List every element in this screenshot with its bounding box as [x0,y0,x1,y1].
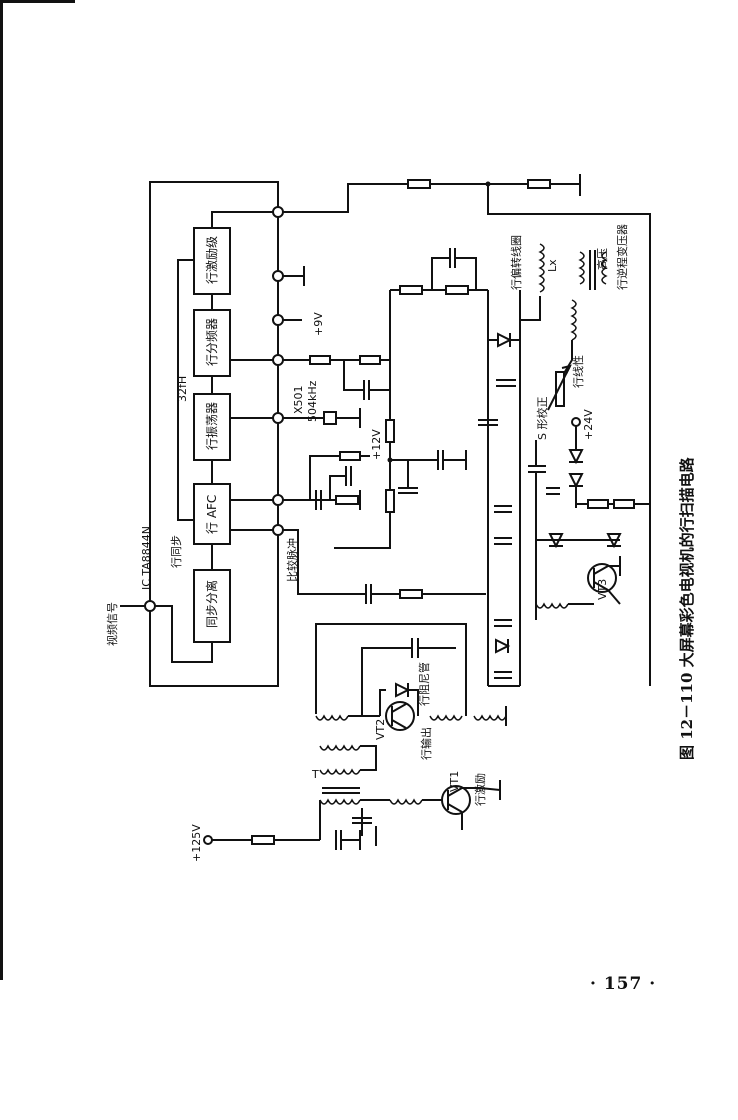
block-h-divider: 行分频器 [193,309,231,377]
afc-filter [283,451,370,510]
label-crystal: X501 [292,385,305,414]
ic-pins [144,206,284,612]
label-fbt: 行逆程变压器 [615,224,629,290]
label-compare-pulse: 比较脉冲 [285,538,299,582]
crystal-x501 [283,408,361,428]
svg-text:行振荡器: 行振荡器 [205,402,219,450]
svg-text:行激励级: 行激励级 [205,236,219,284]
label-linearity: 行线性 [571,355,585,388]
label-vt1-role: 行激励 [473,773,487,806]
block-links [150,211,278,663]
page-top-rule [0,0,75,3]
figure-caption: 图 12－110 大屏幕彩色电视机的行扫描电路 [678,457,696,760]
label-s-correction: S 形校正 [535,397,549,440]
block-sync-separator: 同步分离 [193,569,231,643]
ic-outline [149,181,279,687]
label-video-in: 视频信号 [105,602,119,646]
label-damper: 行阻尼管 [417,662,431,706]
label-t: T [311,768,319,781]
label-vt1: VT1 [448,771,461,792]
label-12v: +12V [370,429,383,460]
top-feedback-path [283,174,651,686]
supply-pins [283,266,390,400]
driver-stage-vt1 [319,744,501,846]
s-correction-and-24v [528,417,650,620]
block-h-driver: 行激励级 [193,227,231,295]
label-ic: IC TA8844N [140,526,153,590]
svg-text:行 AFC: 行 AFC [205,495,219,534]
output-stage-right [488,290,521,687]
label-32fh: 32fH [176,376,189,402]
page-left-edge [0,0,3,980]
label-hv: 高压 [595,248,609,270]
supply-125v [203,800,361,850]
block-h-oscillator: 行振荡器 [193,393,231,461]
label-yoke: 行偏转线圈 [509,235,523,290]
label-vt3: VT3 [596,579,609,600]
label-vt2-role: 行输出 [419,727,433,760]
label-h-sync: 行同步 [170,535,183,568]
rail-12v [334,290,467,549]
vt3-transistor [535,556,621,609]
svg-text:行分频器: 行分频器 [205,318,219,366]
label-lx: Lx [546,259,559,272]
svg-text:同步分离: 同步分离 [204,580,219,628]
label-vt2: VT2 [374,719,387,740]
block-h-afc: 行 AFC [193,483,231,545]
top-rc-network [390,248,498,686]
yoke-and-flyback [520,243,608,411]
label-9v: +9V [312,312,325,336]
page-number: · 157 · [590,974,657,994]
compare-pulse-path [283,529,486,604]
label-crystal-freq: 504kHz [306,380,319,422]
label-125v: +125V [190,824,203,862]
label-24v: +24V [582,409,595,440]
vt2-output-stage [315,623,507,731]
